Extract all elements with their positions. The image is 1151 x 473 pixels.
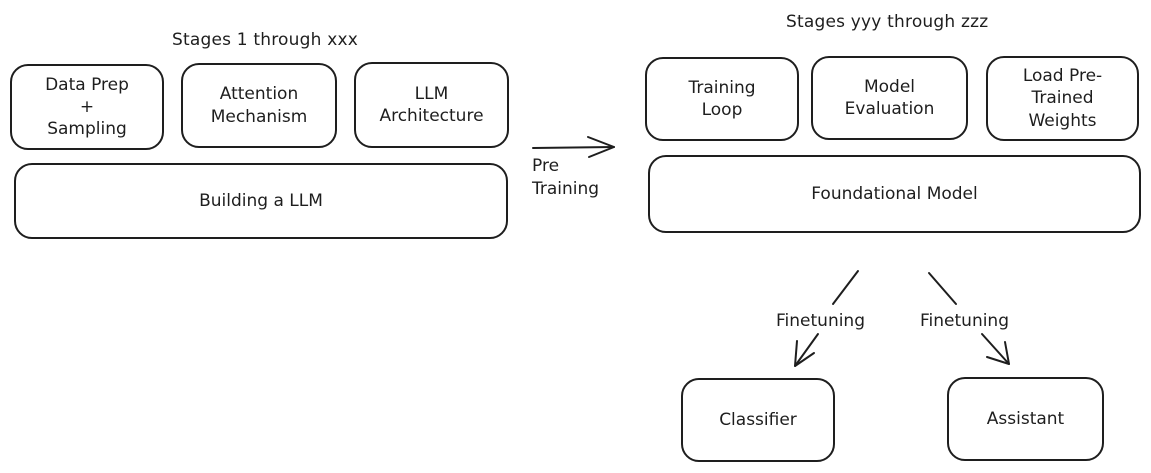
building-llm-label: Building a LLM [199,190,323,211]
pretraining-arrow [532,136,615,158]
load-pretrained-weights-label: Load Pre- Trained Weights [1022,66,1103,131]
classifier-box: Classifier [681,378,835,462]
llm-architecture-label: LLM Architecture [379,83,484,126]
pretraining-label: Pre Training [532,156,600,199]
finetuning-right-label: Finetuning [920,311,1010,331]
llm-architecture-box: LLM Architecture [354,62,509,148]
assistant-box: Assistant [947,377,1104,461]
attention-mechanism-label: Attention Mechanism [210,84,308,127]
foundational-model-box: Foundational Model [648,155,1141,233]
training-loop-box: Training Loop [645,57,799,141]
model-evaluation-box: Model Evaluation [811,56,968,140]
finetuning-left-label: Finetuning [776,311,866,331]
data-prep-sampling-label: Data Prep + Sampling [45,74,129,140]
attention-mechanism-box: Attention Mechanism [181,63,337,148]
building-llm-box: Building a LLM [14,163,508,239]
load-pretrained-weights-box: Load Pre- Trained Weights [986,56,1139,141]
assistant-label: Assistant [986,408,1065,429]
left-stage-title: Stages 1 through xxx [172,30,358,50]
classifier-label: Classifier [719,409,797,430]
data-prep-sampling-box: Data Prep + Sampling [10,64,164,150]
right-stage-title: Stages yyy through zzz [786,12,989,32]
training-loop-label: Training Loop [688,77,756,120]
model-evaluation-label: Model Evaluation [844,76,935,119]
foundational-model-label: Foundational Model [811,183,978,204]
